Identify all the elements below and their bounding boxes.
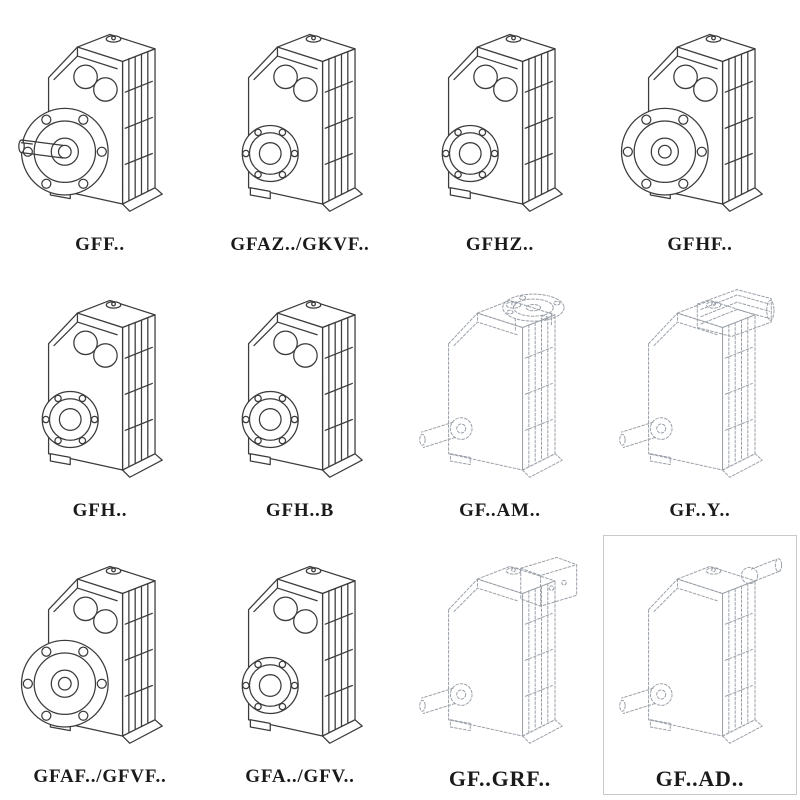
gearbox-label: GF..AD.. <box>655 766 745 791</box>
gearbox-flange-drawing <box>612 20 788 232</box>
gearbox-input-shaft-drawing <box>612 552 788 764</box>
gearbox-cell-gfam: GF..AM.. <box>400 266 600 532</box>
gearbox-cell-gfy: GF..Y.. <box>600 266 800 532</box>
gearbox-hollow-boss-drawing <box>212 552 388 764</box>
gearbox-with-motor-drawing <box>612 286 788 498</box>
gearbox-cell-gfad: GF..AD.. <box>600 532 800 798</box>
gearbox-label: GF..Y.. <box>669 500 731 521</box>
gearbox-cell-gfhz: GFHZ.. <box>400 0 600 266</box>
gearbox-hollow-boss-drawing <box>12 286 188 498</box>
gearbox-hollow-boss-drawing <box>412 20 588 232</box>
gearbox-label: GFH..B <box>265 500 335 521</box>
gearbox-flange-shaft-drawing <box>12 20 188 232</box>
gearbox-label: GFA../GFV.. <box>245 766 355 787</box>
gearbox-label: GFF.. <box>75 234 125 255</box>
gearbox-cell-gfgrf: GF..GRF.. <box>400 532 600 798</box>
gearbox-cell-gfhb: GFH..B <box>200 266 400 532</box>
gearbox-label: GFHZ.. <box>465 234 535 255</box>
gearbox-label: GFHF.. <box>667 234 733 255</box>
gearbox-cell-gfh: GFH.. <box>0 266 200 532</box>
gearbox-label: GFH.. <box>72 500 128 521</box>
gearbox-label: GF..AM.. <box>459 500 541 521</box>
gearbox-top-flange-drawing <box>412 286 588 498</box>
gearbox-hollow-boss-drawing <box>212 286 388 498</box>
gearbox-label: GFAZ../GKVF.. <box>230 234 370 255</box>
gearbox-hollow-boss-drawing <box>212 20 388 232</box>
gearbox-adapter-drawing <box>412 552 588 764</box>
gearbox-cell-gfaz: GFAZ../GKVF.. <box>200 0 400 266</box>
gearbox-cell-gfaf: GFAF../GFVF.. <box>0 532 200 798</box>
gearbox-cell-gfhf: GFHF.. <box>600 0 800 266</box>
gearbox-label: GFAF../GFVF.. <box>33 766 167 787</box>
gearbox-cell-gff: GFF.. <box>0 0 200 266</box>
gearbox-label: GF..GRF.. <box>448 766 552 791</box>
gearbox-cell-gfa: GFA../GFV.. <box>200 532 400 798</box>
gearbox-flange-drawing <box>12 552 188 764</box>
